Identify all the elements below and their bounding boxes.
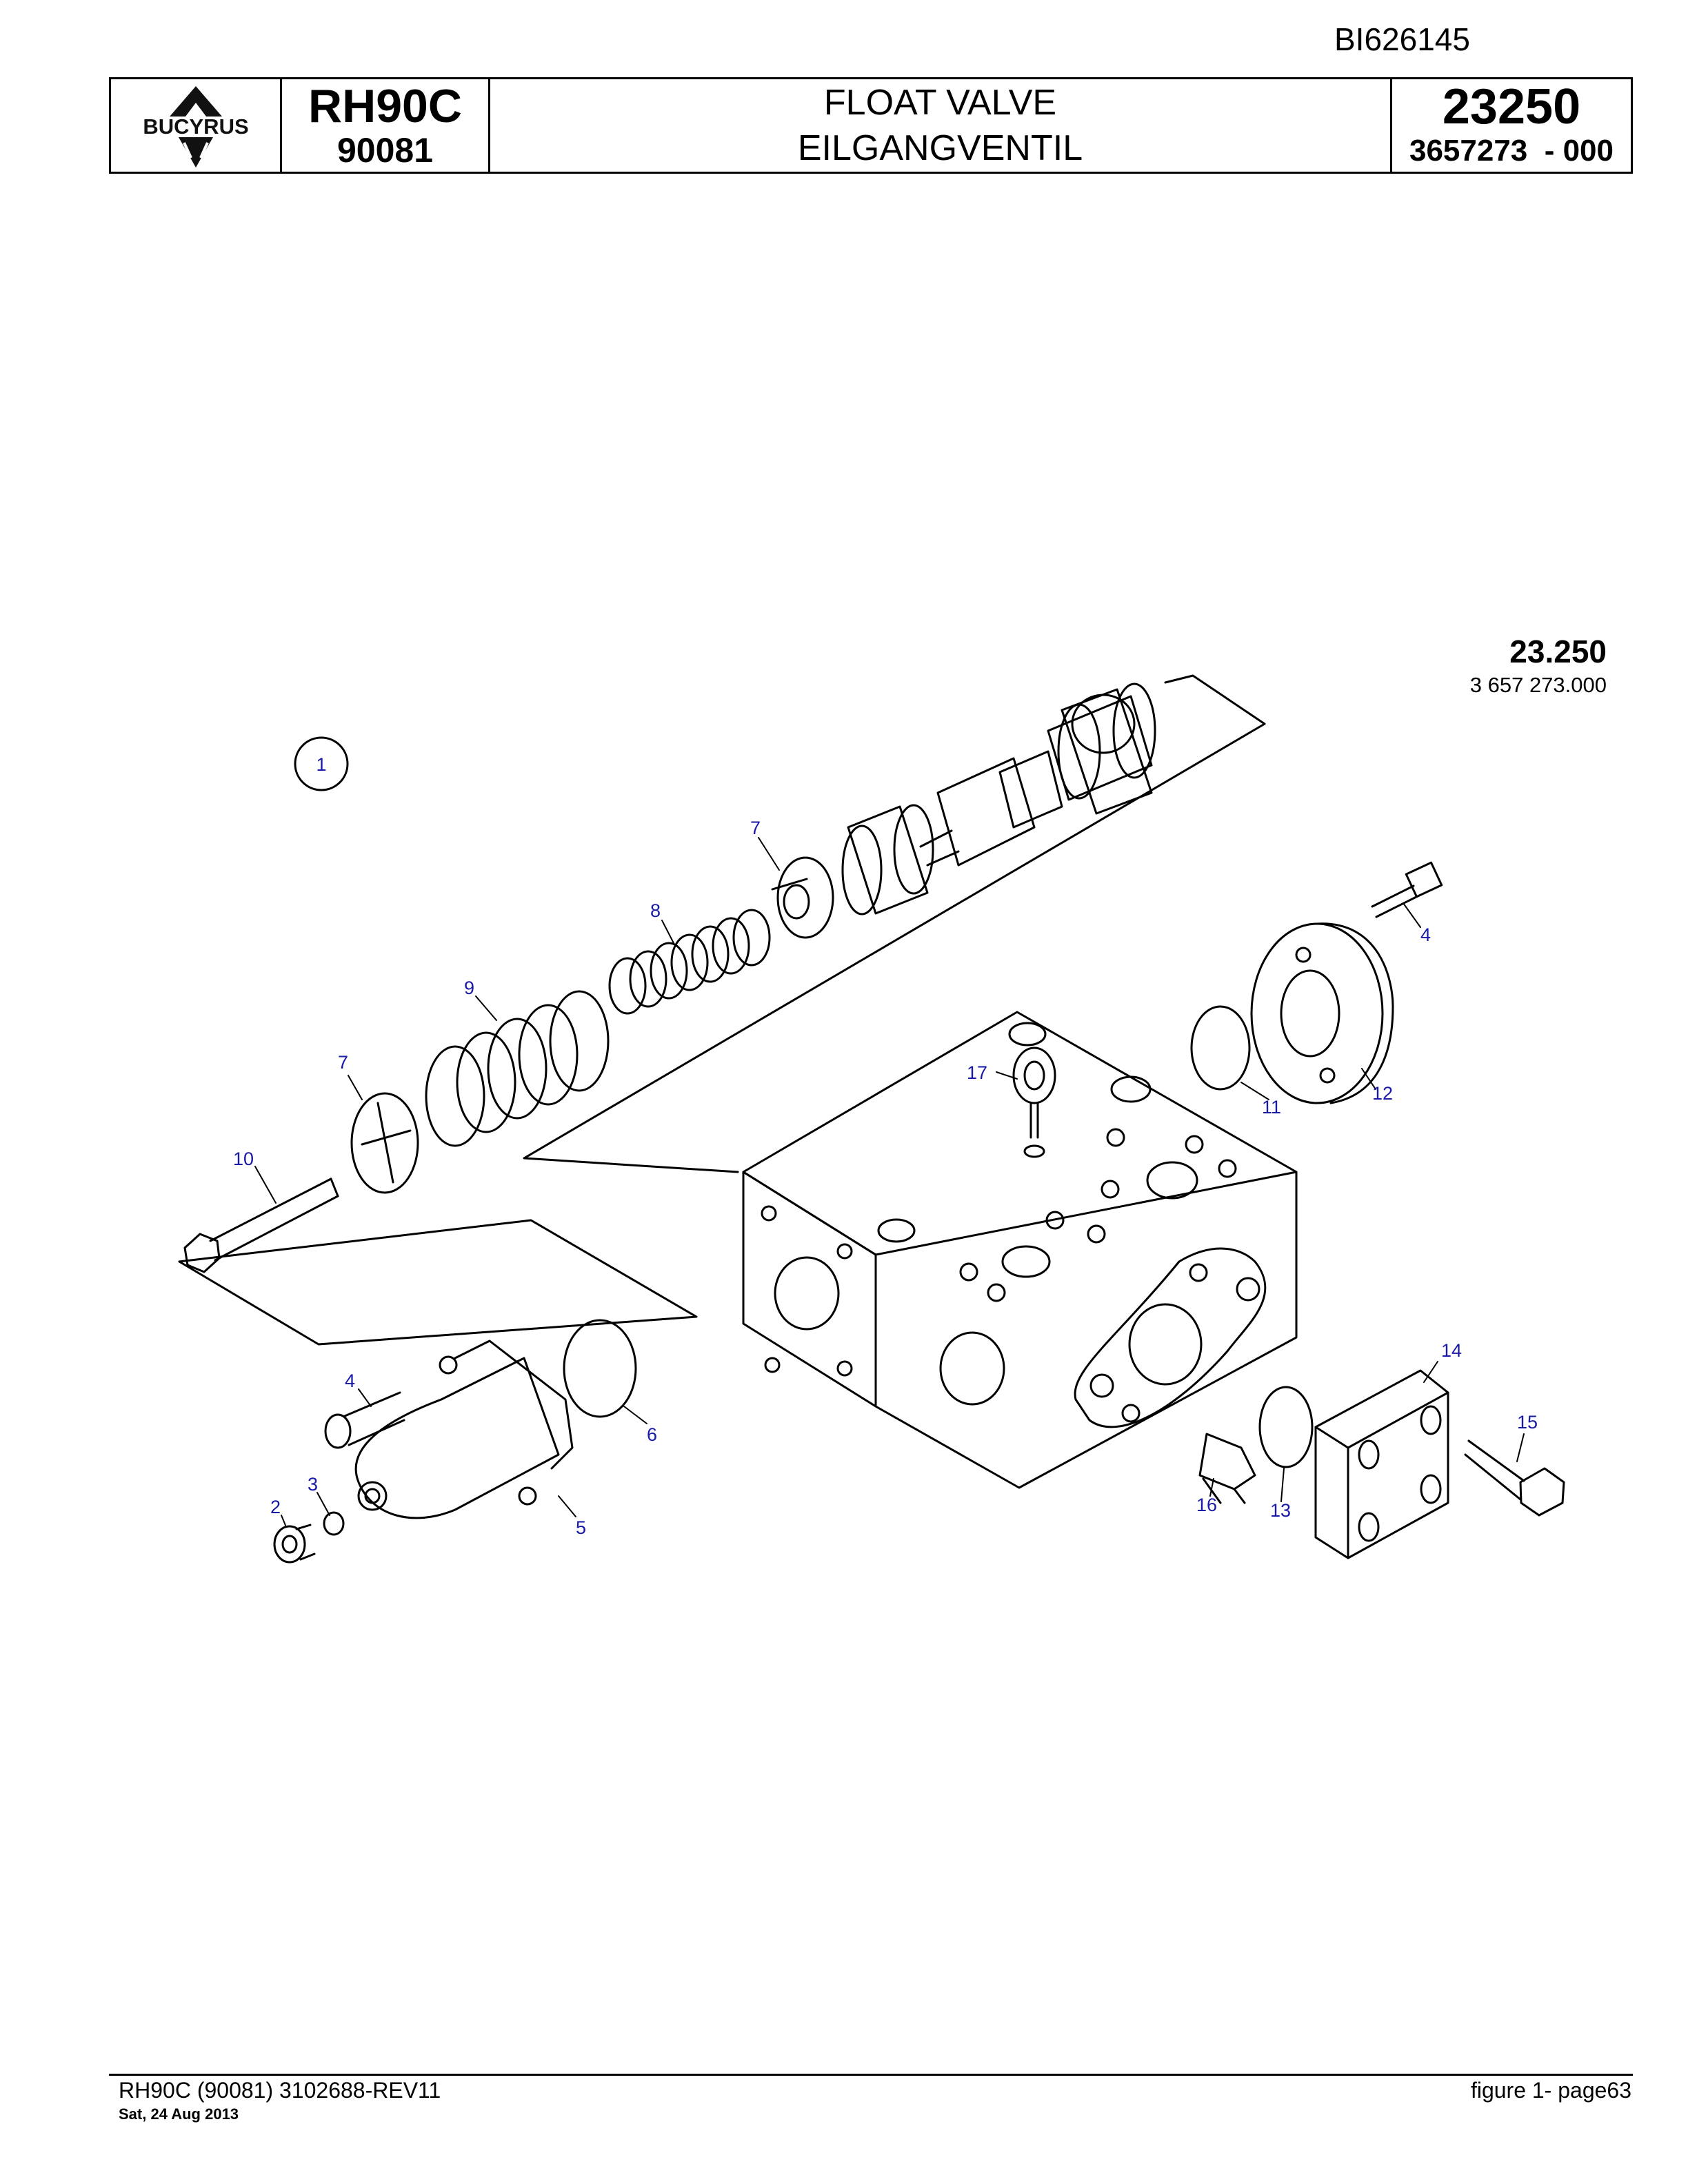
assembly-plane-upper <box>523 674 1266 1173</box>
footer-date: Sat, 24 Aug 2013 <box>119 2105 239 2123</box>
ref-label-4b: 4 <box>345 1371 355 1391</box>
group-number: 23250 <box>1442 79 1581 134</box>
pilot-cap <box>354 1339 574 1519</box>
callout-circle <box>294 736 349 791</box>
long-bolt <box>183 1177 339 1273</box>
cover-plate <box>1250 922 1394 1104</box>
ref-label-7b: 7 <box>338 1052 348 1073</box>
check-valve-fitting <box>1198 1433 1256 1504</box>
spring-inner <box>608 909 771 1015</box>
o-ring-13 <box>1258 1386 1314 1468</box>
ref-label-9: 9 <box>464 978 474 998</box>
logo-cell: BUCYRUS <box>111 79 282 172</box>
o-ring-3 <box>323 1511 345 1536</box>
piston-spool <box>841 682 1156 916</box>
footer-doc-ref: RH90C (90081) 3102688-REV11 <box>119 2078 441 2103</box>
bolt-upper-right <box>1371 861 1443 918</box>
footer-divider <box>109 2074 1633 2076</box>
logo-text: BUCYRUS <box>143 114 248 139</box>
assembly-plane-lower <box>178 1219 698 1346</box>
part-number: 3657273 - 000 <box>1409 134 1614 168</box>
ref-label-16: 16 <box>1196 1495 1217 1515</box>
drawing-group-part: 3 657 273.000 <box>1469 673 1607 697</box>
model-serial: 90081 <box>336 131 434 170</box>
footer-page-ref: figure 1- page63 <box>1470 2078 1631 2103</box>
o-ring-6 <box>563 1319 637 1418</box>
drawing-group-title: 23.250 <box>1509 634 1607 669</box>
eye-bolt <box>1012 1046 1056 1158</box>
ref-label-15: 15 <box>1517 1412 1538 1433</box>
title-cell: FLOAT VALVE EILGANGVENTIL <box>490 79 1392 172</box>
hex-bolt <box>1464 1439 1565 1517</box>
ref-label-3: 3 <box>308 1474 318 1495</box>
bolt-lower-left <box>324 1391 405 1449</box>
spring-seat-upper <box>771 856 834 939</box>
ref-label-12: 12 <box>1372 1083 1393 1104</box>
plug-screw <box>273 1524 316 1564</box>
flange-block <box>1314 1369 1449 1559</box>
ref-label-10: 10 <box>233 1149 254 1169</box>
ref-label-11: 11 <box>1262 1097 1281 1118</box>
callout-circle-label: 1 <box>316 754 326 775</box>
bucyrus-logo: BUCYRUS <box>123 86 268 168</box>
ref-label-7a: 7 <box>750 818 761 838</box>
spring-seat-lower <box>350 1092 419 1194</box>
ref-label-4a: 4 <box>1420 924 1431 945</box>
ref-label-13: 13 <box>1270 1500 1291 1521</box>
ref-label-2: 2 <box>270 1497 281 1517</box>
o-ring-11 <box>1190 1005 1251 1091</box>
side-flange <box>1074 1247 1267 1428</box>
spring-outer <box>425 990 610 1147</box>
ref-label-17: 17 <box>967 1062 987 1083</box>
title-german: EILGANGVENTIL <box>797 128 1083 168</box>
document-id: BI626145 <box>1334 21 1470 57</box>
ref-label-14: 14 <box>1441 1340 1462 1361</box>
ref-label-8: 8 <box>650 900 661 921</box>
title-block: BUCYRUS RH90C 90081 FLOAT VALVE EILGANGV… <box>109 77 1633 174</box>
number-cell: 23250 3657273 - 000 <box>1392 79 1631 172</box>
model-cell: RH90C 90081 <box>282 79 490 172</box>
title-english: FLOAT VALVE <box>823 83 1057 123</box>
model-name: RH90C <box>308 80 462 132</box>
ref-label-6: 6 <box>647 1424 657 1445</box>
ref-label-5: 5 <box>576 1517 586 1538</box>
